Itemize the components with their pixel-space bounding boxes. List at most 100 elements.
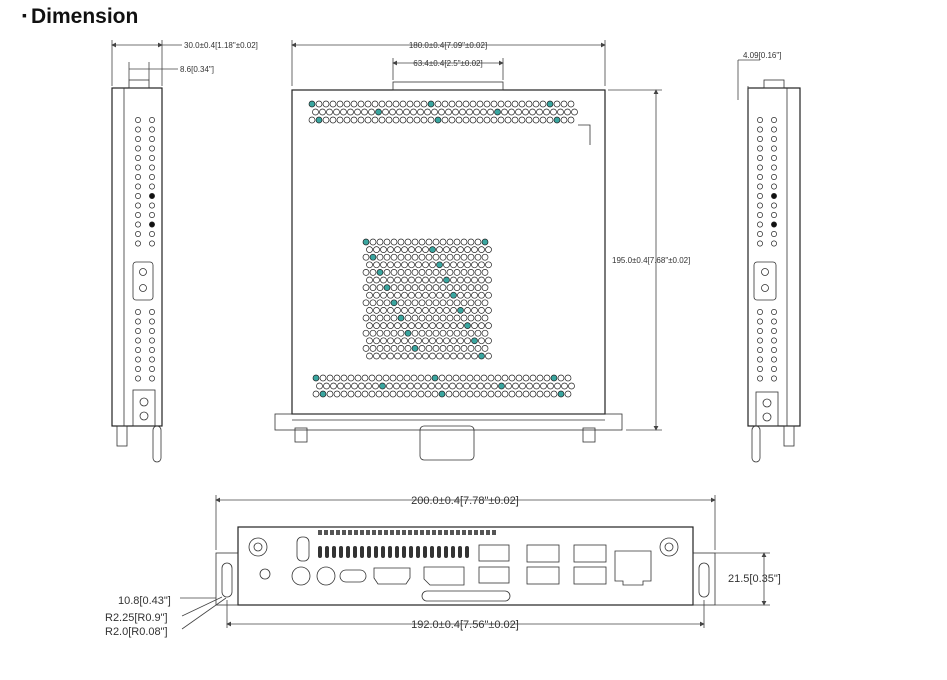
vent-hole (431, 108, 438, 116)
right-vent-holes (757, 117, 777, 382)
vent-hole (462, 116, 470, 124)
vent-hole (460, 238, 468, 246)
vent-hole (385, 100, 393, 108)
vent-hole (550, 108, 557, 116)
vent-hole (757, 328, 763, 334)
vent-hole (436, 276, 443, 284)
vent-hole (361, 374, 369, 382)
vent-hole (362, 253, 370, 261)
vent-hole (522, 108, 529, 116)
vent-hole (546, 116, 554, 124)
vent-hole (149, 328, 155, 334)
vent-hole (436, 246, 443, 253)
vent-hole (408, 322, 415, 329)
vent-hole (481, 238, 489, 246)
vent-hole (550, 374, 558, 382)
vent-hole (390, 253, 398, 261)
vent-hole (350, 116, 358, 124)
vent-slot (374, 546, 378, 558)
vent-hole (369, 253, 377, 261)
vent-hole (135, 174, 141, 180)
dim-side-left-tab: 8.6[0.34"] (180, 65, 214, 74)
vent-hole (501, 390, 509, 398)
vent-hole (418, 299, 426, 307)
vent-hole (373, 246, 380, 253)
vent-hole (771, 155, 777, 161)
vent-hole (135, 193, 141, 199)
vent-hole (401, 337, 408, 345)
vent-hole (564, 108, 571, 116)
vent-hole (445, 108, 452, 116)
vent-hole (408, 276, 415, 284)
vent-hole (490, 100, 498, 108)
vent-slot (381, 546, 385, 558)
vent-hole (408, 352, 415, 360)
vent-hole (340, 108, 347, 116)
vent-hole (404, 238, 412, 246)
vent-hole (408, 337, 415, 345)
vent-hole (553, 100, 561, 108)
vent-hole (432, 284, 440, 291)
vent-hole (364, 100, 372, 108)
vent-hole (515, 374, 523, 382)
vent-slot (354, 530, 358, 535)
vent-hole (358, 382, 365, 390)
vent-hole (380, 261, 387, 269)
vent-hole (467, 345, 475, 352)
vent-slot (462, 530, 466, 535)
vent-hole (312, 390, 320, 398)
vent-hole (539, 116, 547, 124)
vent-hole (460, 284, 468, 291)
vent-hole (771, 202, 777, 209)
vent-hole (771, 221, 777, 228)
vent-hole (757, 155, 763, 161)
vent-hole (378, 116, 386, 124)
vent-hole (390, 329, 398, 337)
dim-front-width-inner: 192.0±0.4[7.56"±0.02] (411, 619, 519, 631)
vent-hole (480, 108, 487, 116)
vent-hole (401, 352, 408, 360)
dim-side-right-tab: 4.09[0.16"] (743, 51, 781, 60)
vent-hole (389, 374, 397, 382)
vent-hole (432, 269, 440, 276)
vent-hole (442, 382, 449, 390)
vent-hole (450, 291, 457, 299)
vent-hole (418, 238, 426, 246)
vent-hole (446, 299, 454, 307)
vent-hole (474, 269, 482, 276)
vent-hole (376, 314, 384, 322)
vent-hole (456, 382, 463, 390)
vent-hole (757, 318, 763, 325)
vent-hole (366, 246, 373, 253)
vent-hole (501, 108, 508, 116)
vent-hole (322, 100, 330, 108)
vent-hole (401, 261, 408, 269)
vent-hole (464, 337, 471, 345)
vent-hole (364, 116, 372, 124)
vent-hole (757, 193, 763, 199)
vent-hole (425, 269, 433, 276)
vent-hole (476, 116, 484, 124)
vent-slot (339, 546, 343, 558)
vent-hole (480, 390, 488, 398)
vent-hole (501, 374, 509, 382)
vent-hole (387, 322, 394, 329)
vent-hole (443, 352, 450, 360)
vent-hole (487, 108, 494, 116)
top-vent-center (362, 238, 492, 360)
vent-hole (135, 318, 141, 325)
vent-hole (429, 352, 436, 360)
vent-hole (387, 246, 394, 253)
vent-hole (365, 382, 372, 390)
vent-hole (135, 164, 141, 171)
vent-hole (371, 100, 379, 108)
vent-hole (371, 116, 379, 124)
vent-hole (446, 238, 454, 246)
vent-hole (347, 108, 354, 116)
vent-hole (455, 116, 463, 124)
vent-hole (135, 183, 141, 190)
vent-hole (397, 314, 405, 322)
vent-hole (333, 108, 340, 116)
vent-slot (465, 546, 469, 558)
vent-hole (543, 374, 551, 382)
